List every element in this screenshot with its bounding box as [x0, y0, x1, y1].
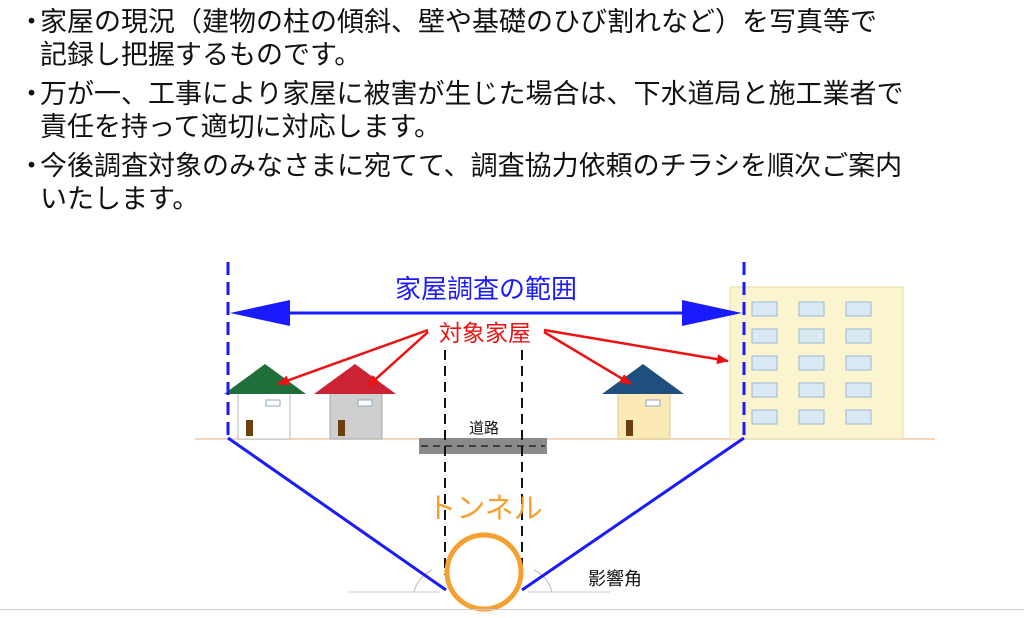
bullet-line: 家屋の現況（建物の柱の傾斜、壁や基礎のひび割れなど）を写真等で	[40, 7, 877, 38]
bullet-line: 責任を持って適切に対応します。	[40, 112, 441, 143]
survey-range-arrowhead-left	[230, 300, 290, 326]
road	[419, 438, 547, 454]
house-green-roof	[224, 364, 306, 440]
bullet-line: 記録し把握するものです。	[40, 40, 362, 71]
bullet-line: 万が一、工事により家屋に被害が生じた場合は、下水道局と施工業者で	[40, 79, 904, 110]
influence-line-right	[521, 436, 745, 592]
bottom-divider	[0, 609, 1024, 610]
target-arrow-building	[543, 328, 729, 365]
influence-line-left	[227, 436, 447, 592]
target-arrow-house-green	[277, 328, 429, 386]
road-label: 道路	[469, 419, 499, 437]
bullet-marker: ・	[18, 151, 45, 182]
apartment-building	[729, 286, 904, 440]
bullet-line: 今後調査対象のみなさまに宛てて、調査協力依頼のチラシを順次ご案内	[40, 151, 903, 182]
target-arrow-house-navy	[543, 330, 632, 386]
bullet-marker: ・	[18, 7, 45, 38]
target-arrow-house-red	[367, 331, 429, 387]
house-red-roof	[314, 364, 396, 440]
angle-arc	[413, 569, 433, 593]
influence-angle-label: 影響角	[588, 569, 642, 590]
survey-range-arrowhead-right	[682, 300, 742, 326]
survey-range-label: 家屋調査の範囲	[395, 275, 577, 305]
bullet-marker: ・	[18, 79, 45, 110]
bullet-item: ・ 今後調査対象のみなさまに宛てて、調査協力依頼のチラシを順次ご案内 いたします…	[14, 150, 1018, 216]
bullet-item: ・ 家屋の現況（建物の柱の傾斜、壁や基礎のひび割れなど）を写真等で 記録し把握す…	[14, 6, 1018, 72]
bullet-line: いたします。	[40, 184, 200, 215]
tunnel-cross-section	[444, 532, 524, 612]
bullet-item: ・ 万が一、工事により家屋に被害が生じた場合は、下水道局と施工業者で 責任を持っ…	[14, 78, 1018, 144]
bullet-list: ・ 家屋の現況（建物の柱の傾斜、壁や基礎のひび割れなど）を写真等で 記録し把握す…	[14, 6, 1018, 222]
target-houses-label: 対象家屋	[439, 321, 531, 347]
house-navy-roof	[602, 364, 684, 440]
angle-arc	[533, 569, 553, 593]
tunnel-label: トンネル	[427, 491, 542, 525]
